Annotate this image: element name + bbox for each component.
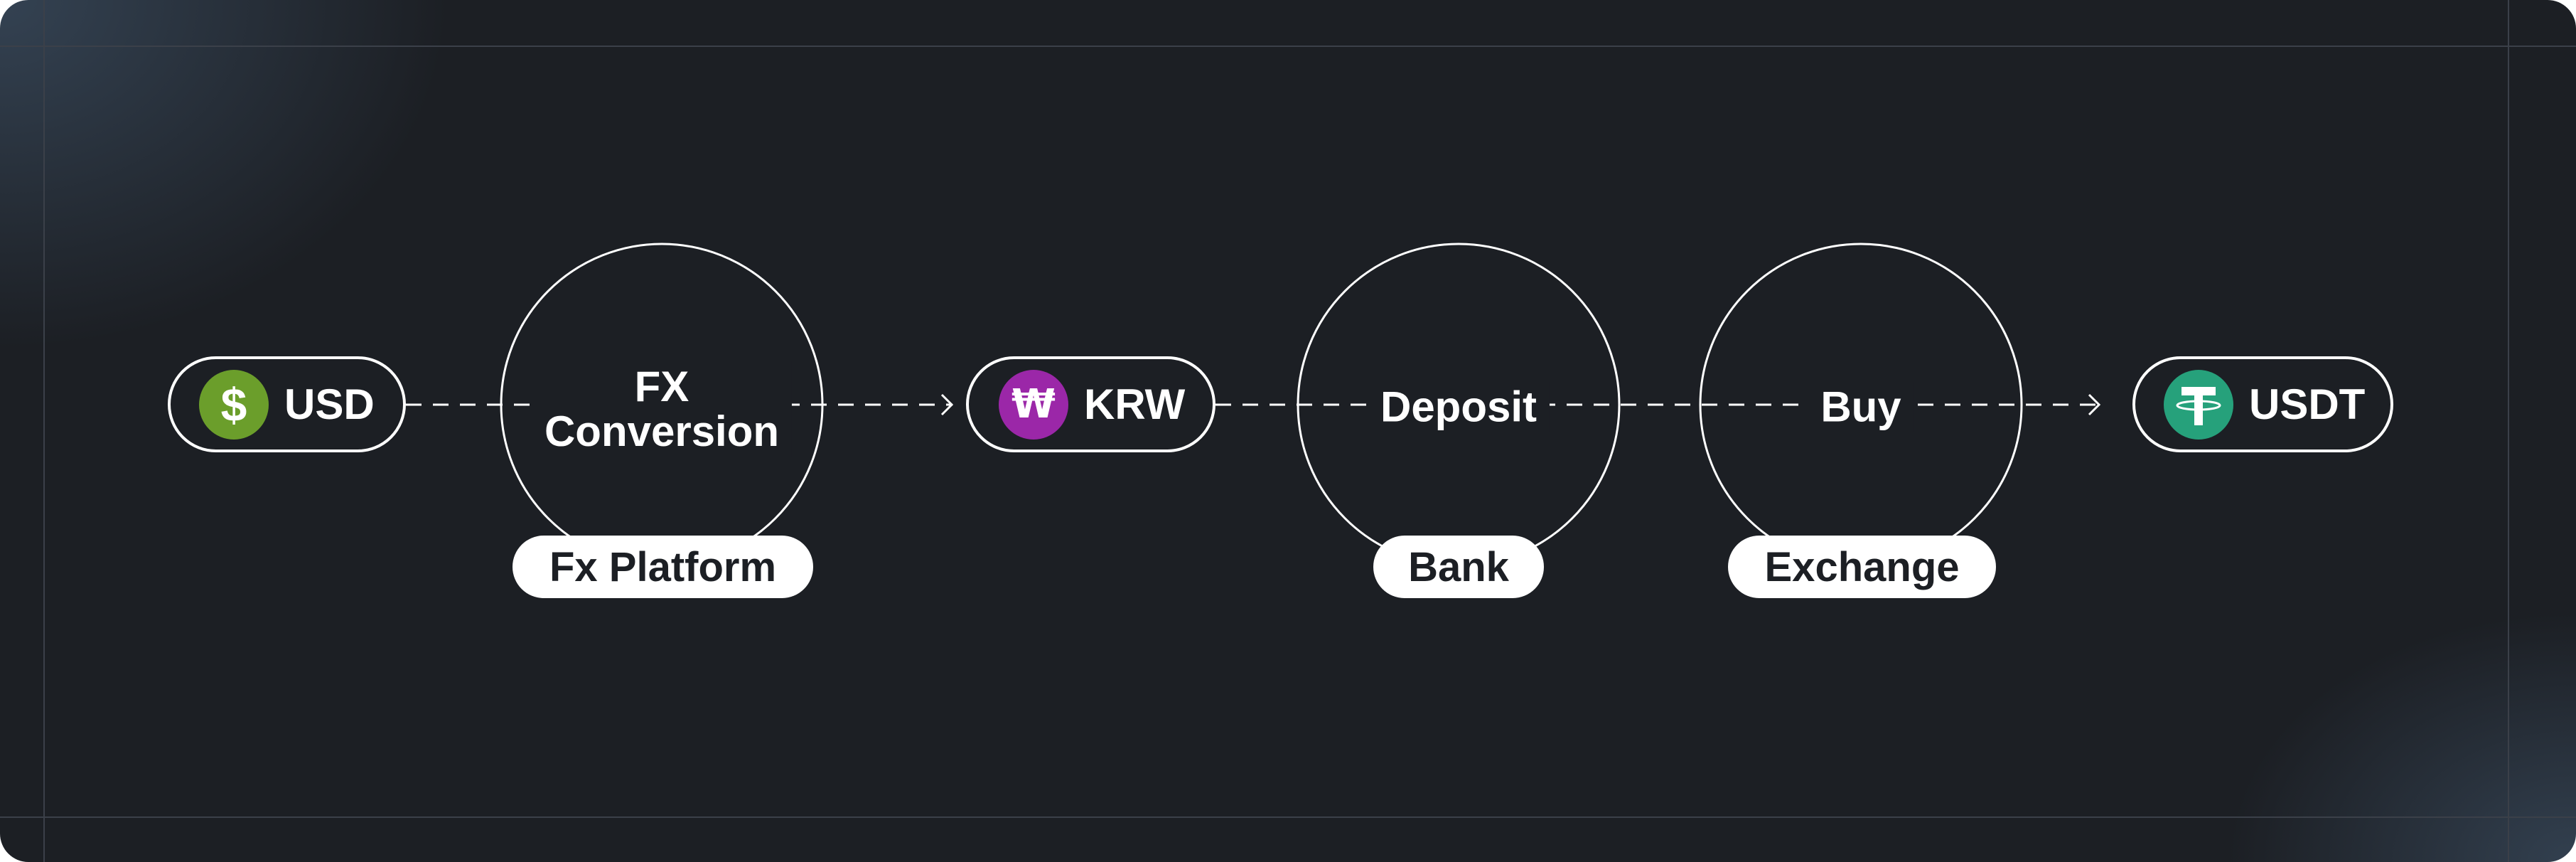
provider-tag-bank: Bank	[1373, 536, 1544, 598]
currency-node-krw: ₩ KRW	[966, 356, 1215, 452]
currency-node-usdt: USDT	[2132, 356, 2393, 452]
currency-node-usd: $ USD	[168, 356, 406, 452]
currency-label: KRW	[1084, 381, 1186, 428]
won-icon: ₩	[999, 369, 1068, 440]
arrow-head-icon	[940, 393, 954, 416]
currency-label: USD	[284, 381, 375, 428]
arrow-head-icon	[2088, 393, 2101, 416]
step-label-line: FX	[634, 363, 689, 410]
step-label-line: Conversion	[544, 408, 780, 455]
dollar-glyph: $	[220, 378, 247, 431]
step-label-fx-conversion: FX Conversion	[531, 361, 793, 457]
step-label-deposit: Deposit	[1367, 381, 1550, 432]
provider-tag-exchange: Exchange	[1728, 536, 1996, 598]
provider-tag-fx-platform: Fx Platform	[512, 536, 813, 598]
dollar-icon: $	[199, 369, 269, 440]
tether-icon	[2164, 369, 2233, 440]
currency-label: USDT	[2249, 381, 2366, 428]
won-glyph: ₩	[1011, 381, 1056, 427]
tether-glyph	[2176, 386, 2221, 425]
step-label-buy: Buy	[1808, 381, 1914, 432]
